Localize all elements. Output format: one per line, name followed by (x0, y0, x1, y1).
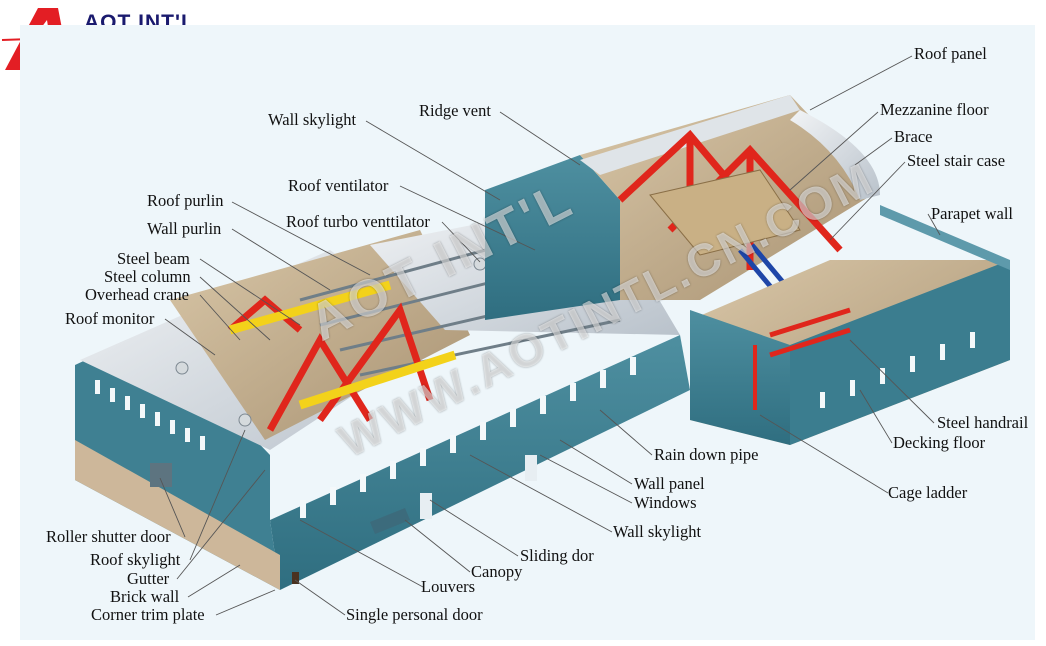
gable-windows (95, 380, 205, 450)
personal-door (292, 572, 299, 584)
label-brick-wall: Brick wall (110, 587, 180, 606)
label-ridge-vent: Ridge vent (419, 101, 491, 120)
label-wall-skylight-top: Wall skylight (268, 110, 357, 129)
label-roller-shutter-door: Roller shutter door (46, 527, 171, 546)
label-canopy: Canopy (471, 562, 523, 581)
label-overhead-crane: Overhead crane (85, 285, 189, 304)
label-roof-purlin: Roof purlin (147, 191, 224, 210)
label-louvers: Louvers (421, 577, 476, 596)
label-windows: Windows (634, 493, 697, 512)
label-mezzanine-floor: Mezzanine floor (880, 100, 989, 119)
label-cage-ladder: Cage ladder (888, 483, 968, 502)
label-sliding-dor: Sliding dor (520, 546, 594, 565)
rear-gable (485, 155, 620, 320)
label-wall-panel: Wall panel (634, 474, 705, 493)
label-brace: Brace (894, 127, 933, 146)
label-steel-stair-case: Steel stair case (907, 151, 1006, 170)
annex-parapet (880, 205, 1010, 270)
brick-base (75, 440, 280, 590)
rear-roof-panel (790, 110, 880, 200)
annex-side-wall (690, 310, 790, 445)
mezzanine (649, 169, 801, 256)
label-single-personal-door: Single personal door (346, 605, 483, 624)
label-decking-floor: Decking floor (893, 433, 986, 452)
sliding-door-panel-2 (525, 455, 537, 481)
roller-shutter (150, 463, 172, 487)
label-corner-trim-plate: Corner trim plate (91, 605, 205, 624)
sliding-door-panel (420, 493, 432, 519)
label-wall-skylight-bottom: Wall skylight (613, 522, 702, 541)
label-steel-handrail: Steel handrail (937, 413, 1029, 432)
label-roof-turbo-ventilator: Roof turbo venttilator (286, 212, 430, 231)
roof-vent-2 (238, 413, 252, 427)
annex-front-wall (790, 260, 1010, 445)
gable-wall (75, 330, 280, 590)
label-roof-panel: Roof panel (914, 44, 987, 63)
canopy-shape (370, 508, 410, 534)
roof-vent-1 (175, 361, 189, 375)
label-wall-purlin: Wall purlin (147, 219, 222, 238)
label-steel-column: Steel column (104, 267, 191, 286)
annex (690, 205, 1010, 445)
overhead-crane-beams (228, 280, 457, 410)
label-parapet-wall: Parapet wall (931, 204, 1014, 223)
label-gutter: Gutter (127, 569, 170, 588)
label-roof-monitor: Roof monitor (65, 309, 155, 328)
annex-windows (820, 332, 975, 408)
leader-lines (159, 55, 941, 616)
label-roof-ventilator: Roof ventilator (288, 176, 389, 195)
label-steel-beam: Steel beam (117, 249, 190, 268)
label-roof-skylight: Roof skylight (90, 550, 181, 569)
front-windows (300, 357, 636, 518)
handrail (769, 307, 851, 358)
label-rain-down-pipe: Rain down pipe (654, 445, 759, 464)
